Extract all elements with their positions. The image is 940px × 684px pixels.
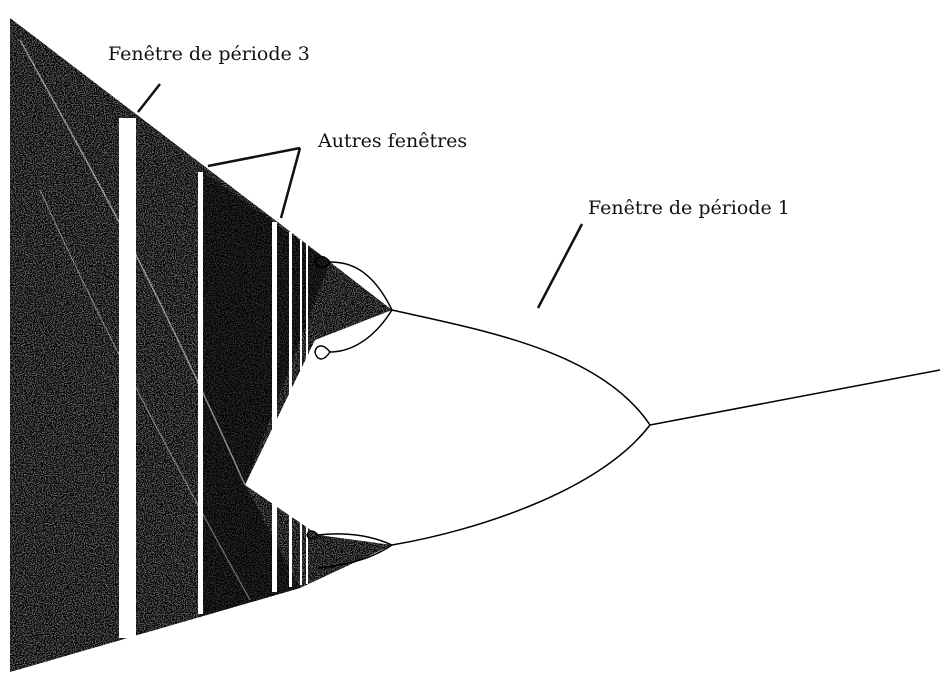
pointer-period-3 bbox=[137, 83, 161, 113]
window-stripe bbox=[272, 222, 277, 592]
period-4-lower-b bbox=[317, 544, 393, 569]
annotation-pointers bbox=[137, 83, 584, 309]
window-stripe bbox=[289, 232, 292, 587]
period-4-upper-a bbox=[329, 261, 393, 311]
period-2-upper bbox=[391, 309, 651, 426]
period-2-lower bbox=[391, 424, 651, 546]
period-8-lobes bbox=[306, 530, 319, 540]
pointer-others-1 bbox=[207, 146, 301, 168]
label-period-3-window: Fenêtre de période 3 bbox=[108, 43, 310, 65]
window-stripe bbox=[198, 172, 203, 614]
period-8-lobes bbox=[314, 255, 331, 269]
label-period-1-window: Fenêtre de période 1 bbox=[588, 197, 790, 219]
window-stripe bbox=[300, 240, 302, 585]
pointer-others-2 bbox=[279, 147, 302, 219]
periodic-windows bbox=[119, 118, 308, 638]
period-3-window bbox=[119, 118, 136, 638]
period-4-lower-a bbox=[317, 533, 393, 546]
label-other-windows: Autres fenêtres bbox=[318, 130, 468, 152]
period-4-upper-b bbox=[329, 309, 393, 353]
pointer-period-1 bbox=[536, 223, 584, 309]
period-8-lobes bbox=[314, 345, 331, 360]
window-stripe bbox=[306, 244, 308, 584]
period-1-branch bbox=[649, 369, 940, 426]
bifurcation-branches bbox=[306, 255, 940, 569]
